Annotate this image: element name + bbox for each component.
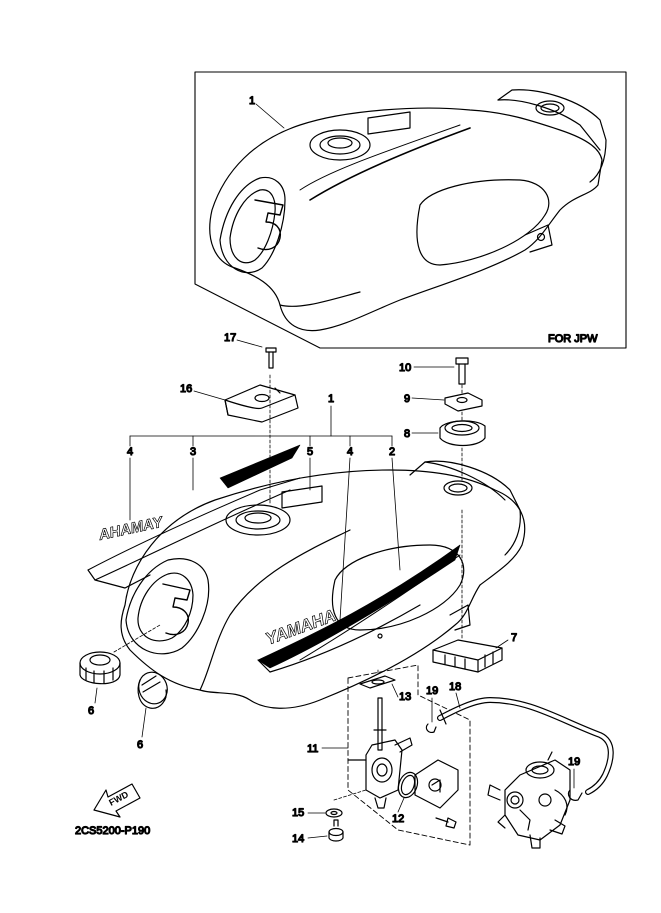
lever-plate — [414, 759, 459, 809]
main-fuel-tank — [120, 460, 526, 709]
inset-box — [194, 71, 627, 349]
callout-4a: 4 — [127, 446, 133, 458]
callout-2: 2 — [389, 446, 395, 458]
callout-17: 17 — [224, 332, 236, 344]
leader-17 — [236, 339, 263, 348]
o-ring-12 — [397, 771, 419, 799]
cap-6-right — [137, 671, 168, 709]
leader-6a — [94, 687, 98, 704]
callout-1-inset: 1 — [249, 95, 255, 107]
leader-16 — [193, 390, 226, 401]
inset-label: FOR JPW — [548, 333, 598, 345]
bolt-10 — [455, 357, 469, 385]
screw-14 — [328, 819, 344, 842]
callout-11: 11 — [307, 743, 318, 755]
inset-fuel-tank — [209, 89, 607, 332]
callout-19b: 19 — [568, 756, 580, 768]
callout-14: 14 — [292, 833, 304, 845]
callout-8: 8 — [404, 428, 410, 440]
callout-18: 18 — [449, 681, 461, 693]
leader-1-inset — [255, 103, 285, 129]
callout-6b: 6 — [137, 739, 143, 751]
damper-7 — [432, 639, 503, 673]
fuel-hose-18 — [437, 697, 614, 795]
leader-6-left-dash — [113, 624, 161, 653]
carburetor — [487, 751, 571, 849]
leader-7 — [495, 639, 509, 649]
leader-18 — [455, 692, 461, 709]
leader-13 — [391, 683, 399, 698]
cap-6-left — [79, 651, 121, 685]
plate-screw — [435, 817, 457, 829]
callout-4b: 4 — [347, 446, 353, 458]
callout-1: 1 — [328, 393, 334, 405]
damper-8 — [439, 420, 486, 447]
callout-3: 3 — [190, 446, 196, 458]
callout-16: 16 — [180, 383, 192, 395]
callout-19a: 19 — [426, 685, 438, 697]
ref-1-bracket — [129, 405, 401, 621]
callout-15: 15 — [292, 807, 304, 819]
leader-14 — [307, 835, 328, 839]
cap-cover — [224, 384, 299, 423]
callout-7: 7 — [511, 632, 517, 644]
fuel-cock-11 — [347, 697, 413, 809]
clip-19-left — [425, 723, 437, 733]
side-stripe-decal — [87, 444, 301, 589]
fwd-arrow-icon — [93, 783, 141, 818]
washer-15 — [325, 808, 343, 818]
leader-6b — [141, 707, 147, 738]
callout-13: 13 — [399, 691, 411, 703]
callout-9: 9 — [404, 393, 410, 405]
diagram-code: 2CS5200-P190 — [75, 825, 150, 837]
tank-stripe-decal — [257, 544, 461, 673]
fuel-cock-group-box — [347, 664, 471, 846]
callout-6a: 6 — [88, 705, 94, 717]
leader-9 — [411, 397, 445, 401]
callout-10: 10 — [399, 362, 411, 374]
bolt-17 — [265, 347, 277, 369]
washer-9 — [444, 392, 483, 412]
callout-12: 12 — [392, 813, 404, 825]
callout-5: 5 — [307, 446, 313, 458]
gasket-13 — [359, 675, 396, 689]
leader-12 — [397, 797, 405, 813]
leader-15-dash — [333, 789, 367, 801]
